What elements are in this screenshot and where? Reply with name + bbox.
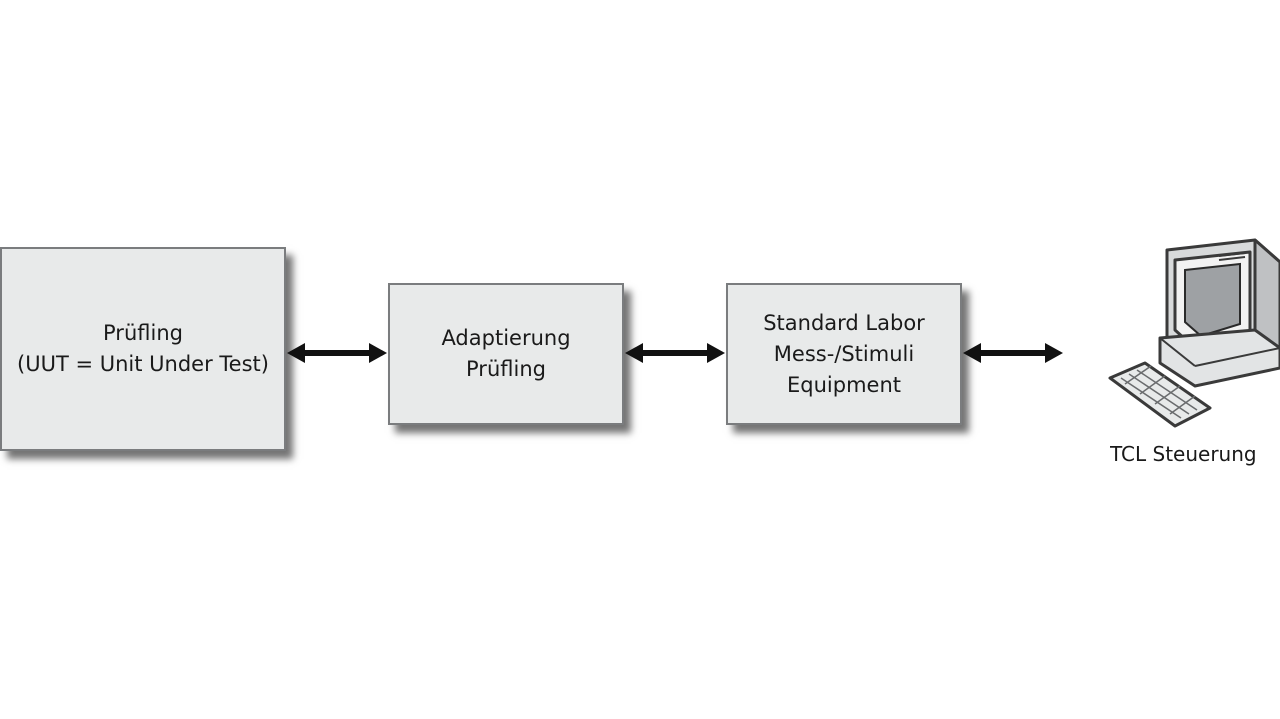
equipment-label-line2: Mess-/Stimuli bbox=[773, 341, 915, 366]
desktop-computer-icon bbox=[1108, 238, 1280, 428]
arrow-equipment-controller bbox=[963, 343, 1063, 363]
equipment-label-line3: Equipment bbox=[787, 372, 901, 397]
uut-label-line1: Prüfling bbox=[103, 321, 183, 345]
adapter-label-line1: Adaptierung bbox=[441, 326, 571, 350]
equipment-label-line1: Standard Labor bbox=[763, 310, 925, 335]
controller-label: TCL Steuerung bbox=[1110, 442, 1257, 466]
equipment-block: Standard Labor Mess-/Stimuli Equipment bbox=[726, 283, 962, 425]
adapter-label-line2: Prüfling bbox=[466, 357, 546, 381]
uut-block: Prüfling (UUT = Unit Under Test) bbox=[0, 247, 286, 451]
arrow-adapter-equipment bbox=[625, 343, 725, 363]
adapter-block: Adaptierung Prüfling bbox=[388, 283, 624, 425]
uut-label-line2: (UUT = Unit Under Test) bbox=[17, 352, 269, 376]
arrow-uut-adapter bbox=[287, 343, 387, 363]
